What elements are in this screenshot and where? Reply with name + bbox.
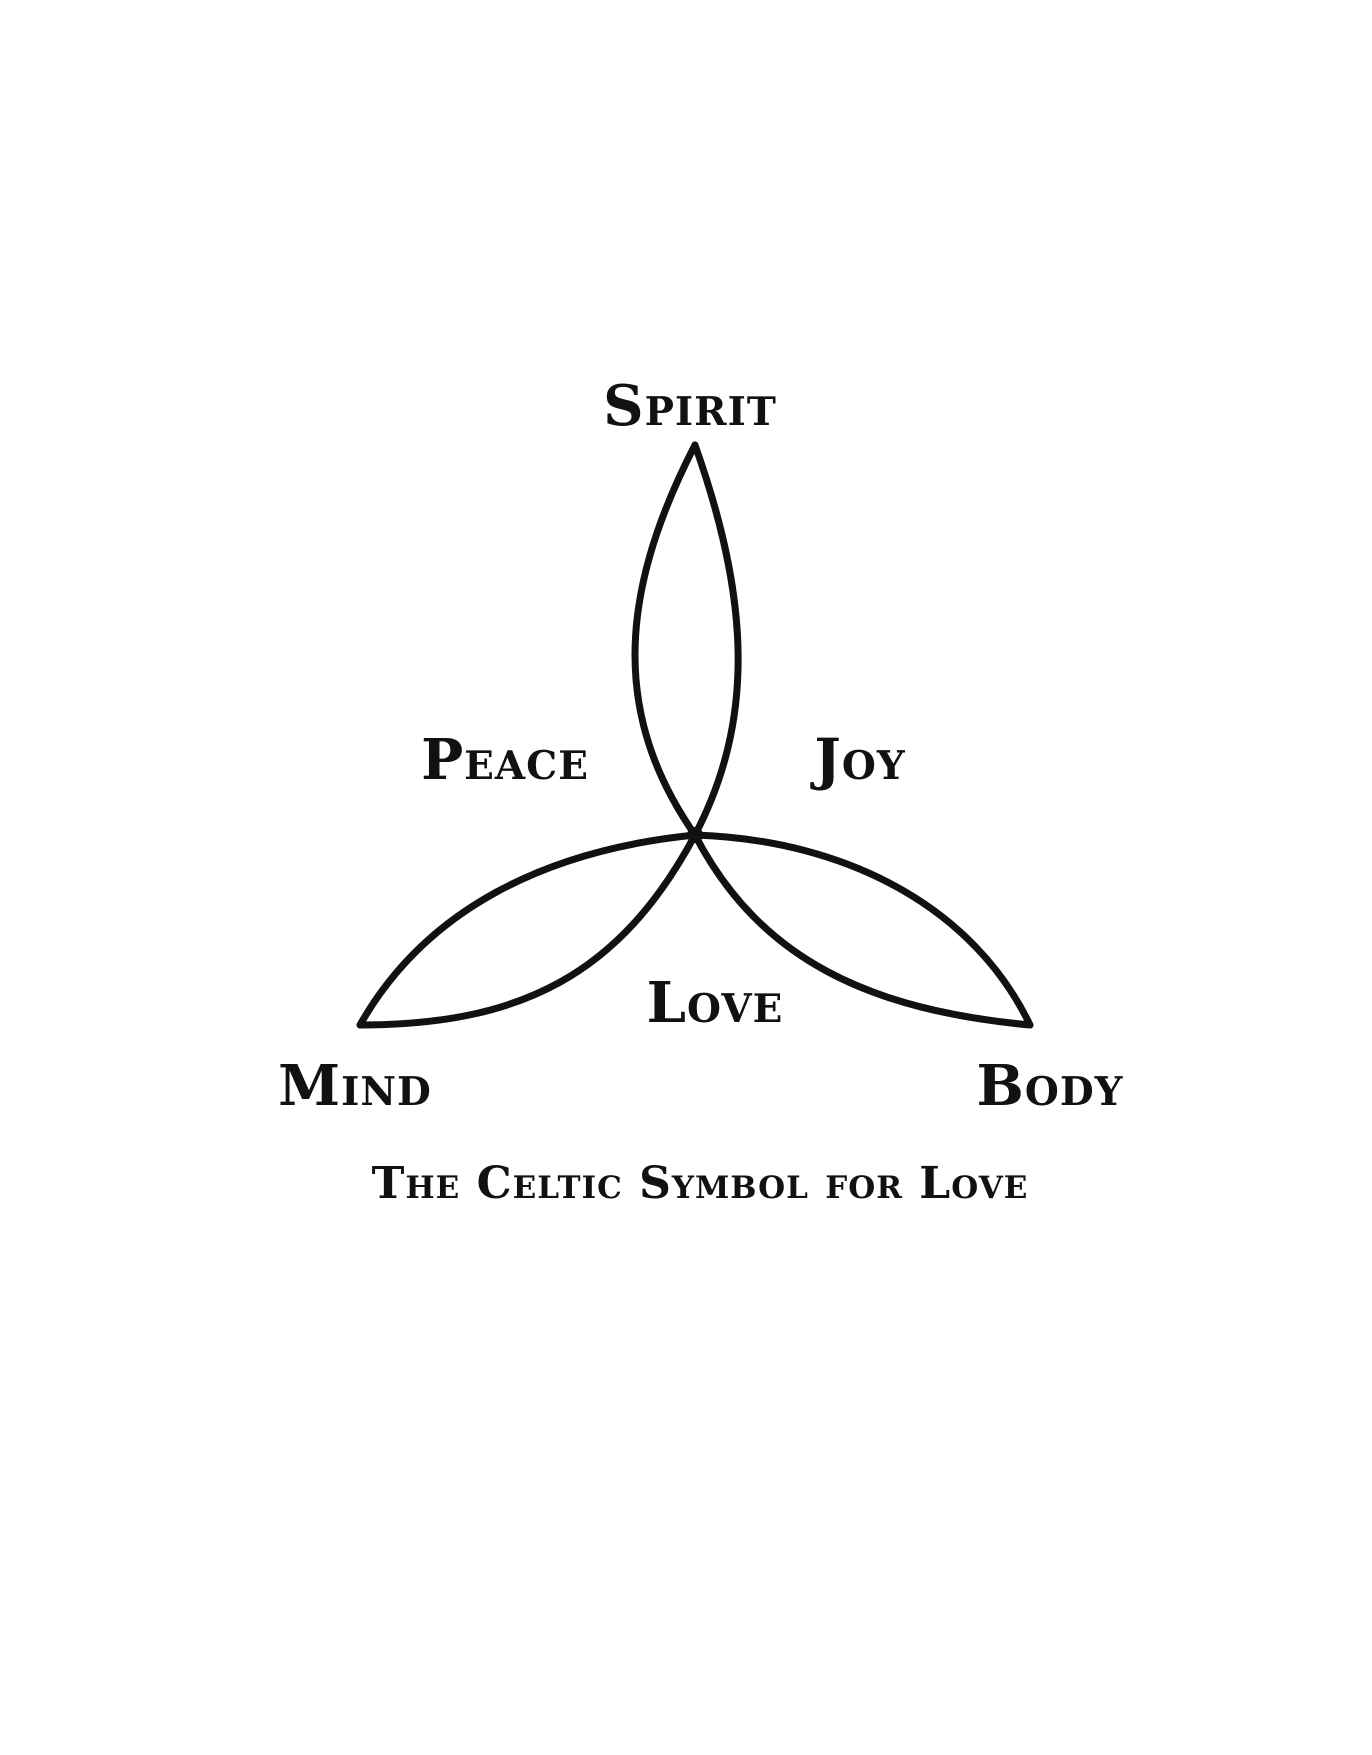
node-label-mind: Mind [278,1053,432,1119]
top-loop-right-arc [691,441,742,839]
left-loop-upper-arc [356,831,699,1029]
diagram-caption: The Celtic Symbol for Love [371,1158,1029,1209]
right-loop-upper-arc [691,831,1034,1029]
node-label-spirit: Spirit [603,373,777,439]
top-loop-left-arc [631,441,699,839]
region-label-peace: Peace [421,727,589,793]
region-label-love: Love [646,970,784,1036]
right-loop-lower-arc [691,831,1034,1029]
center-knot [687,827,703,843]
region-label-joy: Joy [814,727,906,793]
node-label-body: Body [976,1053,1124,1119]
left-loop-lower-arc [356,831,699,1029]
